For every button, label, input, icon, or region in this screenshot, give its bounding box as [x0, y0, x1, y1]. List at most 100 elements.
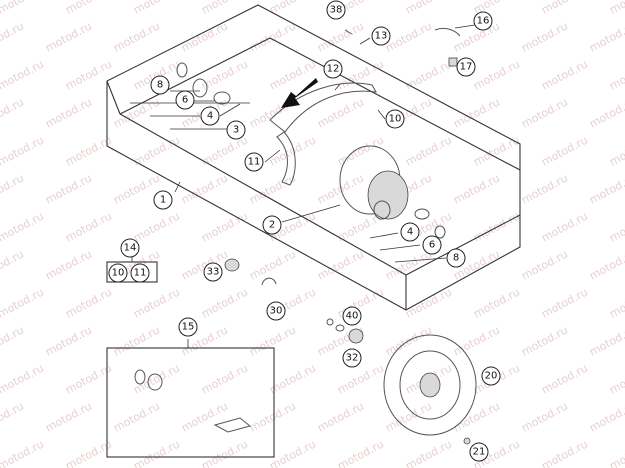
callout-number: 15	[182, 322, 195, 333]
watermark-text: motod.ru	[179, 247, 230, 282]
callout-l12: 12	[323, 59, 343, 79]
kit-box-14	[106, 261, 158, 283]
watermark-text: motod.ru	[335, 57, 386, 92]
watermark-text: motod.ru	[63, 209, 114, 244]
watermark-text: motod.ru	[519, 247, 570, 282]
callout-number: 14	[124, 243, 137, 254]
watermark-text: motod.ru	[383, 19, 434, 54]
watermark-text: motod.ru	[403, 0, 454, 17]
callout-l10a: 10	[385, 109, 405, 129]
watermark-text: motod.ru	[43, 323, 94, 358]
watermark-text: motod.ru	[131, 285, 182, 320]
callout-number: 2	[269, 220, 275, 231]
watermark-text: motod.ru	[0, 0, 46, 17]
watermark-text: motod.ru	[63, 437, 114, 468]
circlip-30-part	[261, 277, 277, 286]
watermark-text: motod.ru	[471, 285, 522, 320]
watermark-text: motod.ru	[315, 247, 366, 282]
callout-l11b: 11	[130, 263, 150, 283]
callout-l17: 17	[456, 57, 476, 77]
callout-l13: 13	[371, 26, 391, 46]
callout-l30: 30	[266, 301, 286, 321]
watermark-text: motod.ru	[451, 171, 502, 206]
watermark-text: motod.ru	[179, 171, 230, 206]
watermark-text: motod.ru	[0, 133, 46, 168]
callout-l8a: 8	[150, 75, 170, 95]
wheel-kit-frame	[106, 4, 521, 311]
watermark-text: motod.ru	[403, 437, 454, 468]
watermark-text: motod.ru	[451, 95, 502, 130]
parts	[134, 27, 477, 445]
watermark-text: motod.ru	[519, 19, 570, 54]
callout-number: 4	[407, 227, 413, 238]
watermark-text: motod.ru	[0, 323, 26, 358]
watermark-text: motod.ru	[43, 95, 94, 130]
watermark-text: motod.ru	[539, 57, 590, 92]
watermark-text: motod.ru	[199, 361, 250, 396]
watermark-text: motod.ru	[607, 361, 625, 396]
watermark-text: motod.ru	[607, 209, 625, 244]
watermark-text: motod.ru	[403, 57, 454, 92]
watermark-text: motod.ru	[111, 95, 162, 130]
bearing-part	[213, 91, 231, 105]
rim-part	[269, 82, 377, 133]
brake-disc-part	[383, 334, 477, 436]
watermark-text: motod.ru	[111, 19, 162, 54]
watermark-text: motod.ru	[267, 361, 318, 396]
callout-number: 30	[270, 306, 283, 317]
seal-part	[192, 78, 208, 98]
callout-l40: 40	[342, 306, 362, 326]
watermark-text: motod.ru	[131, 361, 182, 396]
rotation-arrow-icon	[281, 78, 318, 108]
watermark-text: motod.ru	[539, 133, 590, 168]
callout-l1: 1	[153, 190, 173, 210]
watermark-text: motod.ru	[471, 57, 522, 92]
watermark-text: motod.ru	[607, 0, 625, 17]
washer-40-part	[335, 324, 345, 332]
watermark-text: motod.ru	[335, 133, 386, 168]
nipple-part	[344, 29, 353, 35]
watermark-text: motod.ru	[451, 399, 502, 434]
watermark-text: motod.ru	[587, 19, 625, 54]
watermark-text: motod.ru	[199, 209, 250, 244]
callout-l14: 14	[120, 238, 140, 258]
callout-l15: 15	[178, 317, 198, 337]
callout-l11a: 11	[244, 152, 264, 172]
callout-number: 3	[233, 125, 239, 136]
watermark-text: motod.ru	[247, 399, 298, 434]
watermark-text: motod.ru	[471, 133, 522, 168]
watermark-text: motod.ru	[247, 171, 298, 206]
callout-number: 20	[485, 371, 498, 382]
watermark-text: motod.ru	[403, 133, 454, 168]
watermark-text: motod.ru	[199, 0, 250, 17]
hub-flange-part	[367, 170, 409, 220]
kit-box-15	[106, 347, 275, 458]
watermark-text: motod.ru	[0, 95, 26, 130]
watermark-text: motod.ru	[63, 0, 114, 17]
callout-number: 10	[112, 268, 125, 279]
watermark-text: motod.ru	[315, 399, 366, 434]
callout-number: 16	[477, 16, 490, 27]
watermark-text: motod.ru	[267, 133, 318, 168]
watermark-text: motod.ru	[519, 323, 570, 358]
callout-l38: 38	[326, 0, 346, 20]
watermark-text: motod.ru	[199, 437, 250, 468]
watermark-text: motod.ru	[179, 19, 230, 54]
watermark-text: motod.ru	[267, 57, 318, 92]
callout-number: 4	[207, 111, 213, 122]
spacer-33-part	[224, 258, 240, 272]
watermark-text: motod.ru	[0, 209, 46, 244]
watermark-text: motod.ru	[587, 171, 625, 206]
callout-l4a: 4	[200, 106, 220, 126]
watermark-text: motod.ru	[539, 437, 590, 468]
callout-number: 6	[429, 240, 435, 251]
callout-l10b: 10	[108, 263, 128, 283]
watermark-text: motod.ru	[43, 399, 94, 434]
watermark-text: motod.ru	[0, 247, 26, 282]
watermark-text: motod.ru	[63, 133, 114, 168]
callout-number: 11	[134, 268, 147, 279]
watermark-text: motod.ru	[43, 247, 94, 282]
watermark-text: motod.ru	[247, 247, 298, 282]
rim-tape-part	[276, 131, 296, 186]
